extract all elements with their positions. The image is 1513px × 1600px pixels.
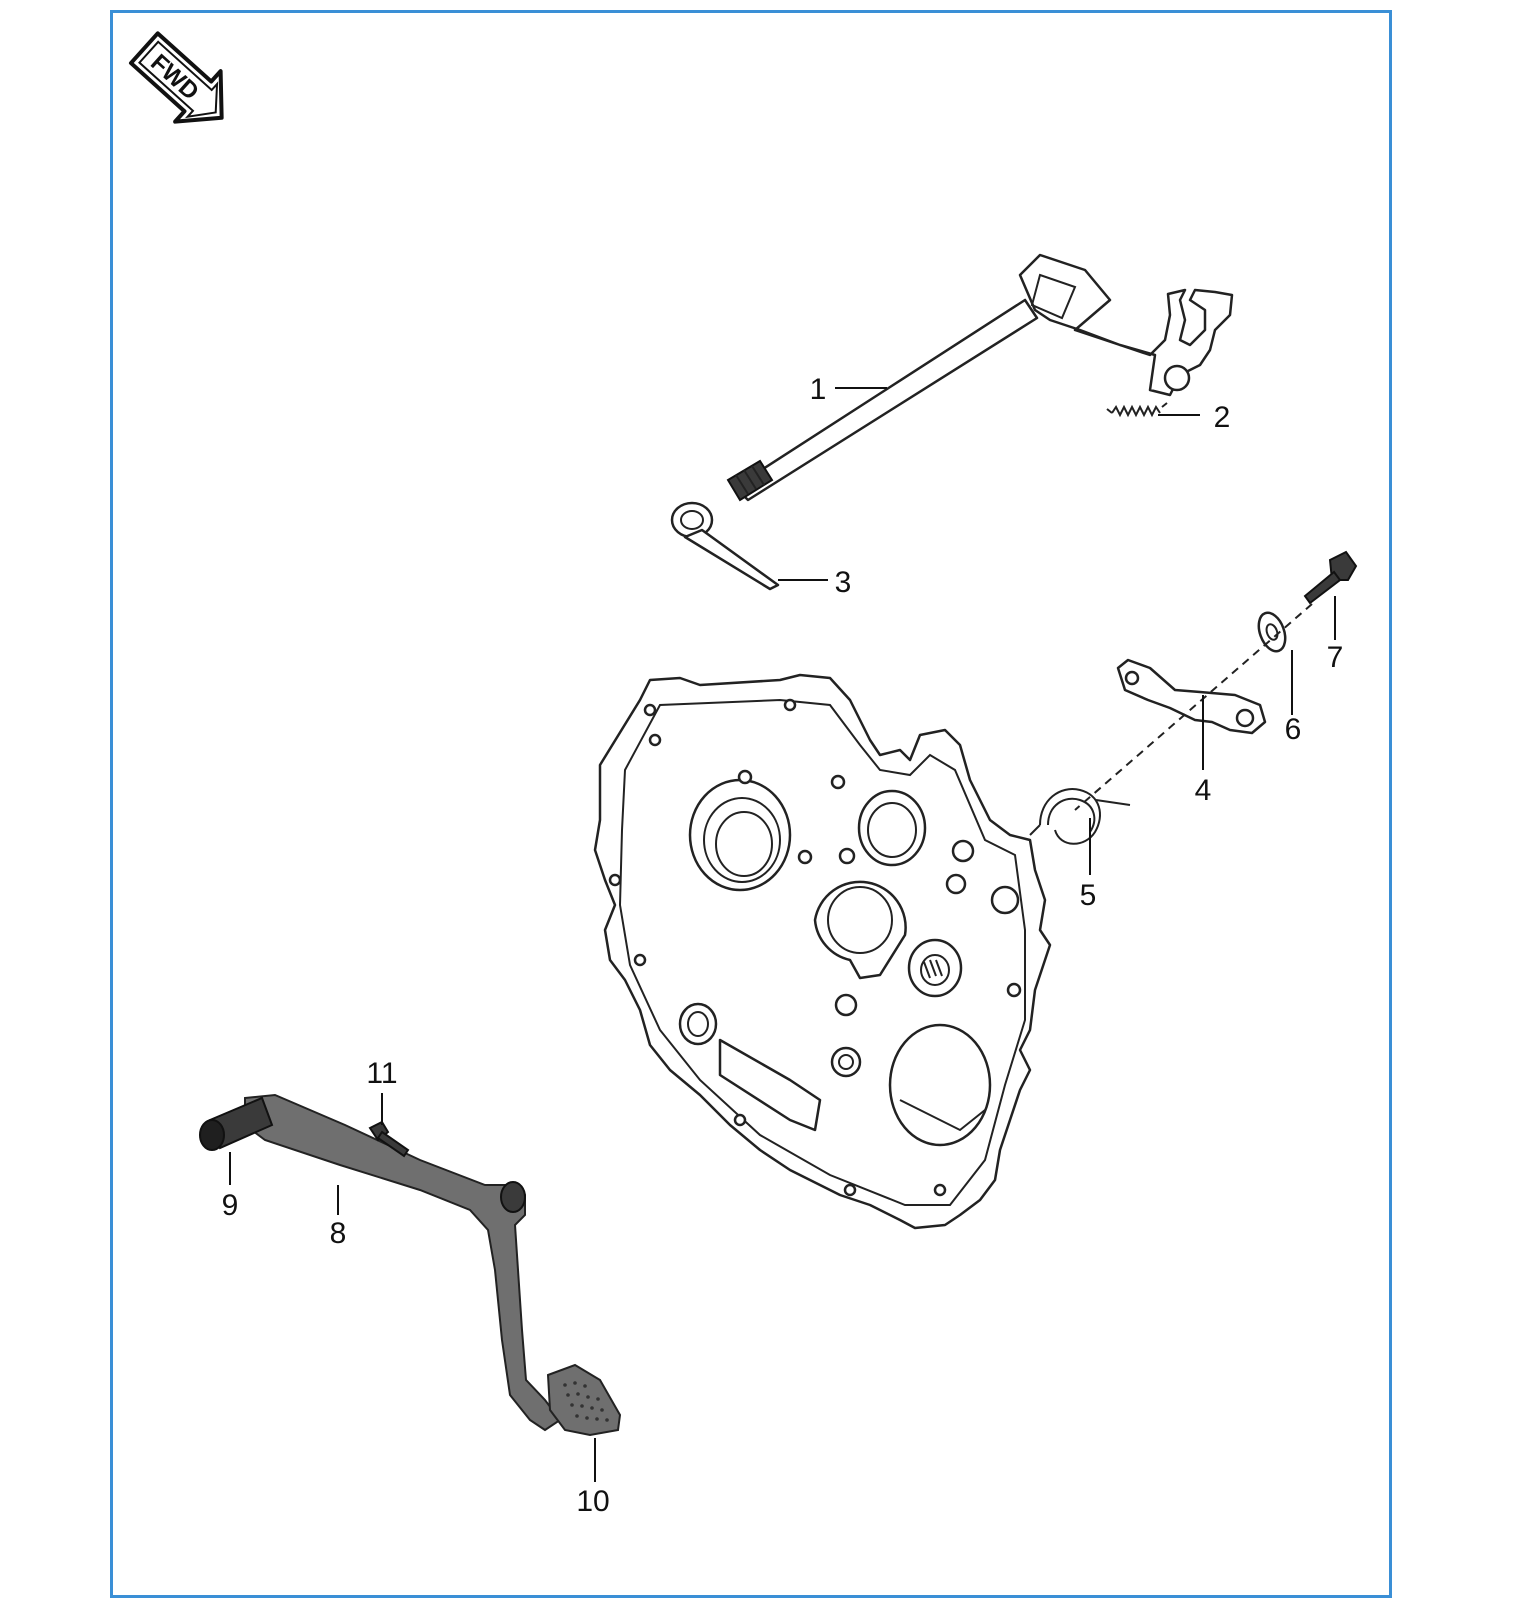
foot-pad-icon <box>546 1363 622 1437</box>
callout-9: 9 <box>222 1189 239 1222</box>
callout-10: 10 <box>576 1485 609 1518</box>
bolt-icon <box>1303 550 1358 605</box>
pedal-bolt-icon <box>368 1120 410 1158</box>
callout-6: 6 <box>1285 713 1302 746</box>
diagram-frame <box>110 10 1392 1598</box>
callout-3: 3 <box>835 566 852 599</box>
crankcase-cover-icon <box>593 673 1052 1230</box>
callout-2: 2 <box>1214 401 1231 434</box>
assembly-axis <box>1074 603 1313 811</box>
return-spring-icon <box>1106 402 1168 418</box>
callout-11: 11 <box>366 1057 397 1090</box>
callout-5: 5 <box>1080 879 1097 912</box>
callout-8: 8 <box>330 1217 347 1250</box>
stopper-arm-icon <box>1116 658 1267 735</box>
gearshift-spindle-icon <box>726 253 1234 502</box>
callout-1: 1 <box>810 373 827 406</box>
stopper-spring-icon <box>1029 788 1131 845</box>
pedal-rubber-icon <box>199 1096 274 1151</box>
torsion-spring-icon <box>670 501 780 591</box>
callout-4: 4 <box>1195 774 1212 807</box>
forward-arrow-icon: FWD <box>128 31 224 124</box>
washer-icon <box>1257 611 1287 653</box>
callout-7: 7 <box>1327 641 1344 674</box>
